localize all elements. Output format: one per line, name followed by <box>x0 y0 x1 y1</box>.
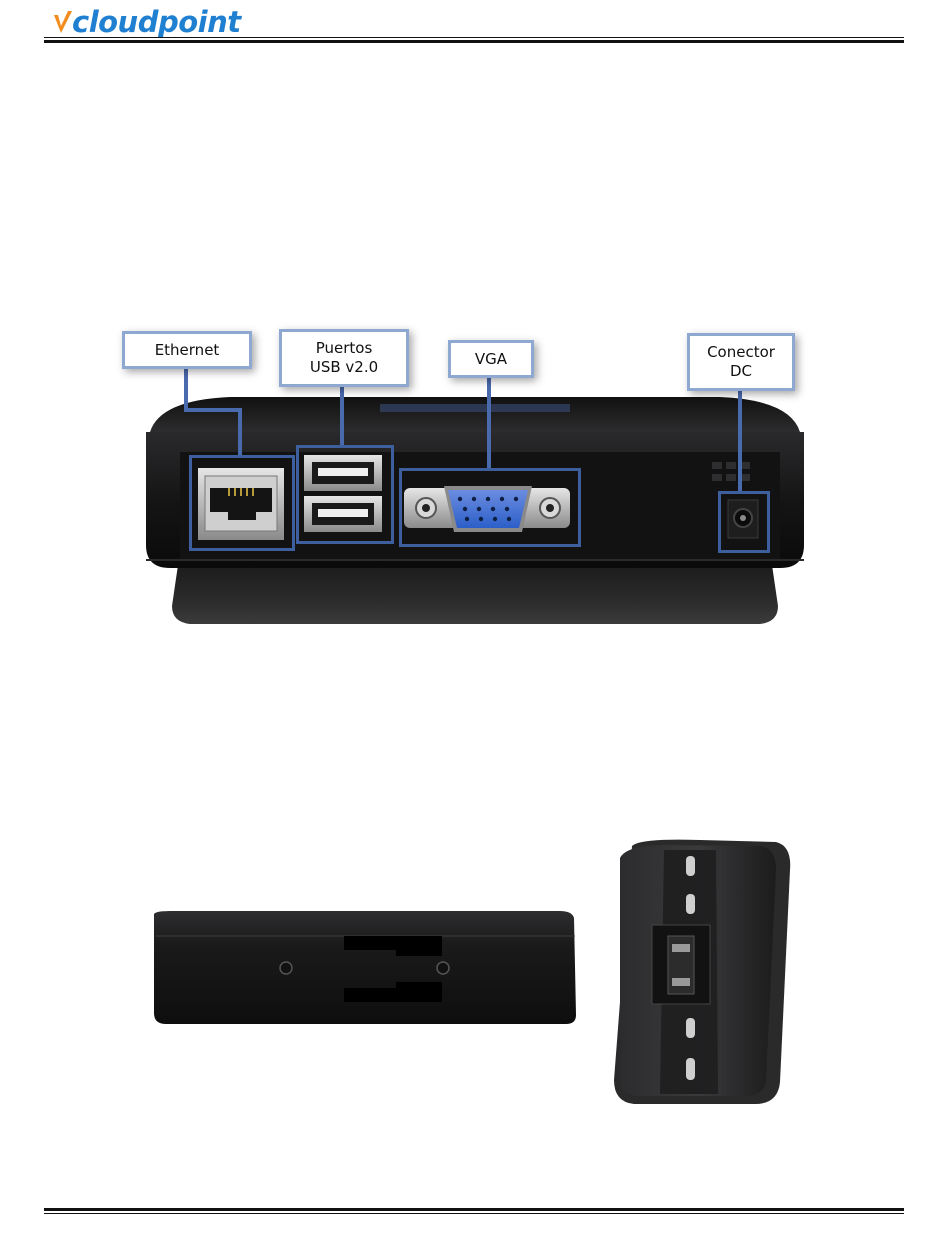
usb-label-line2: USB v2.0 <box>310 358 378 377</box>
dc-label: Conector DC <box>687 333 795 391</box>
usb-label-line1: Puertos <box>316 339 373 358</box>
device-side-view <box>154 911 576 1024</box>
vga-label-text: VGA <box>475 350 507 369</box>
usb-label: Puertos USB v2.0 <box>279 329 409 387</box>
ethernet-highlight <box>189 455 295 551</box>
dc-label-line1: Conector <box>707 343 775 362</box>
dc-highlight <box>718 491 770 553</box>
usb-highlight <box>296 445 394 544</box>
ethernet-label: Ethernet <box>122 331 252 369</box>
dc-label-line2: DC <box>730 362 752 381</box>
footer-rule <box>44 1208 904 1214</box>
vga-highlight <box>399 468 581 547</box>
ethernet-label-text: Ethernet <box>155 341 220 360</box>
device-with-vesa-mount <box>614 840 790 1104</box>
vga-label: VGA <box>448 340 534 378</box>
